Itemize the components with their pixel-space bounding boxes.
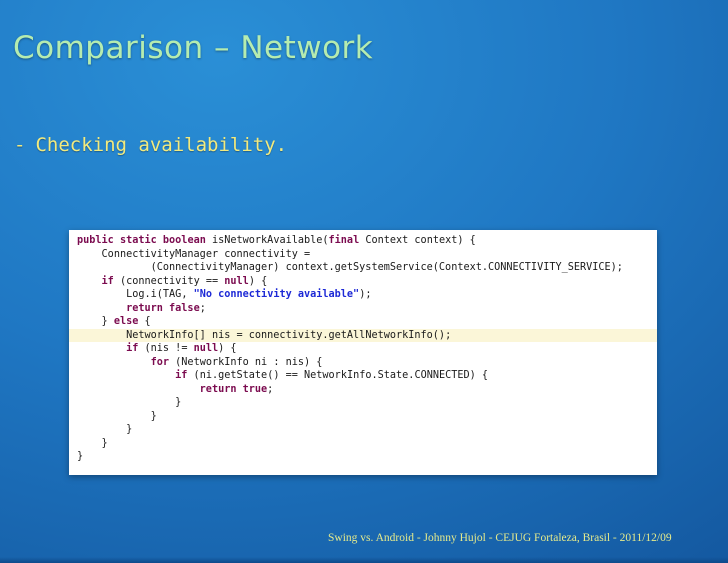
- bullet-text: Checking availability.: [35, 134, 288, 156]
- bullet-item: -Checking availability.: [14, 134, 287, 156]
- code-line: }: [77, 424, 133, 435]
- code-line: return false;: [126, 302, 206, 314]
- code-line: return true;: [199, 383, 274, 395]
- code-line: if (ni.getState() == NetworkInfo.State.C…: [175, 370, 489, 381]
- code-line: }: [77, 437, 108, 449]
- code-line: } else {: [77, 316, 151, 327]
- slide-footer: Swing vs. Android - Johnny Hujol - CEJUG…: [328, 532, 672, 544]
- code-line: }: [77, 451, 84, 462]
- code-line: for (NetworkInfo ni : nis) {: [150, 356, 323, 368]
- code-line: NetworkInfo[] nis = connectivity.getAllN…: [69, 328, 657, 342]
- code-line: Log.i(TAG, "No connectivity available");: [126, 289, 372, 300]
- code-snippet-box: public static boolean isNetworkAvailable…: [69, 230, 657, 475]
- bullet-dash: -: [14, 134, 26, 156]
- code-block: public static boolean isNetworkAvailable…: [69, 234, 657, 464]
- code-line: public static boolean isNetworkAvailable…: [77, 235, 476, 246]
- slide-title: Comparison – Network: [13, 30, 374, 66]
- code-line: (ConnectivityManager) context.getSystemS…: [77, 262, 623, 273]
- code-line: ConnectivityManager connectivity =: [101, 248, 311, 260]
- code-line: }: [77, 410, 157, 422]
- code-line: if (nis != null) {: [126, 343, 237, 354]
- code-line: }: [77, 397, 182, 408]
- code-line: if (connectivity == null) {: [101, 275, 268, 287]
